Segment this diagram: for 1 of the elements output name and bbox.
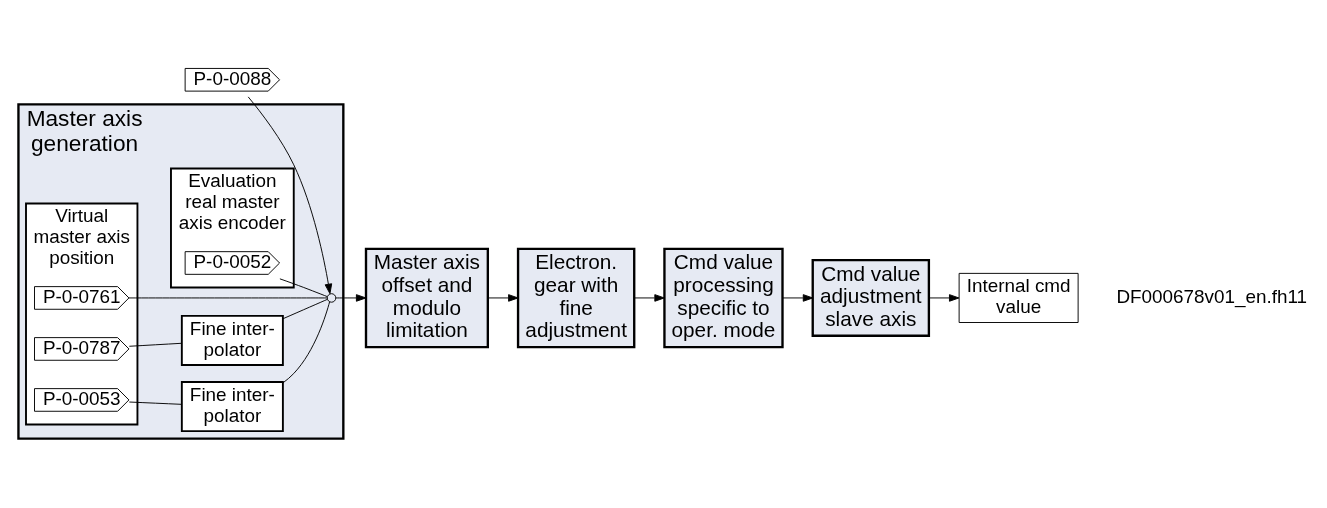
label: DF000678v01_en.fh11 bbox=[1116, 285, 1308, 307]
